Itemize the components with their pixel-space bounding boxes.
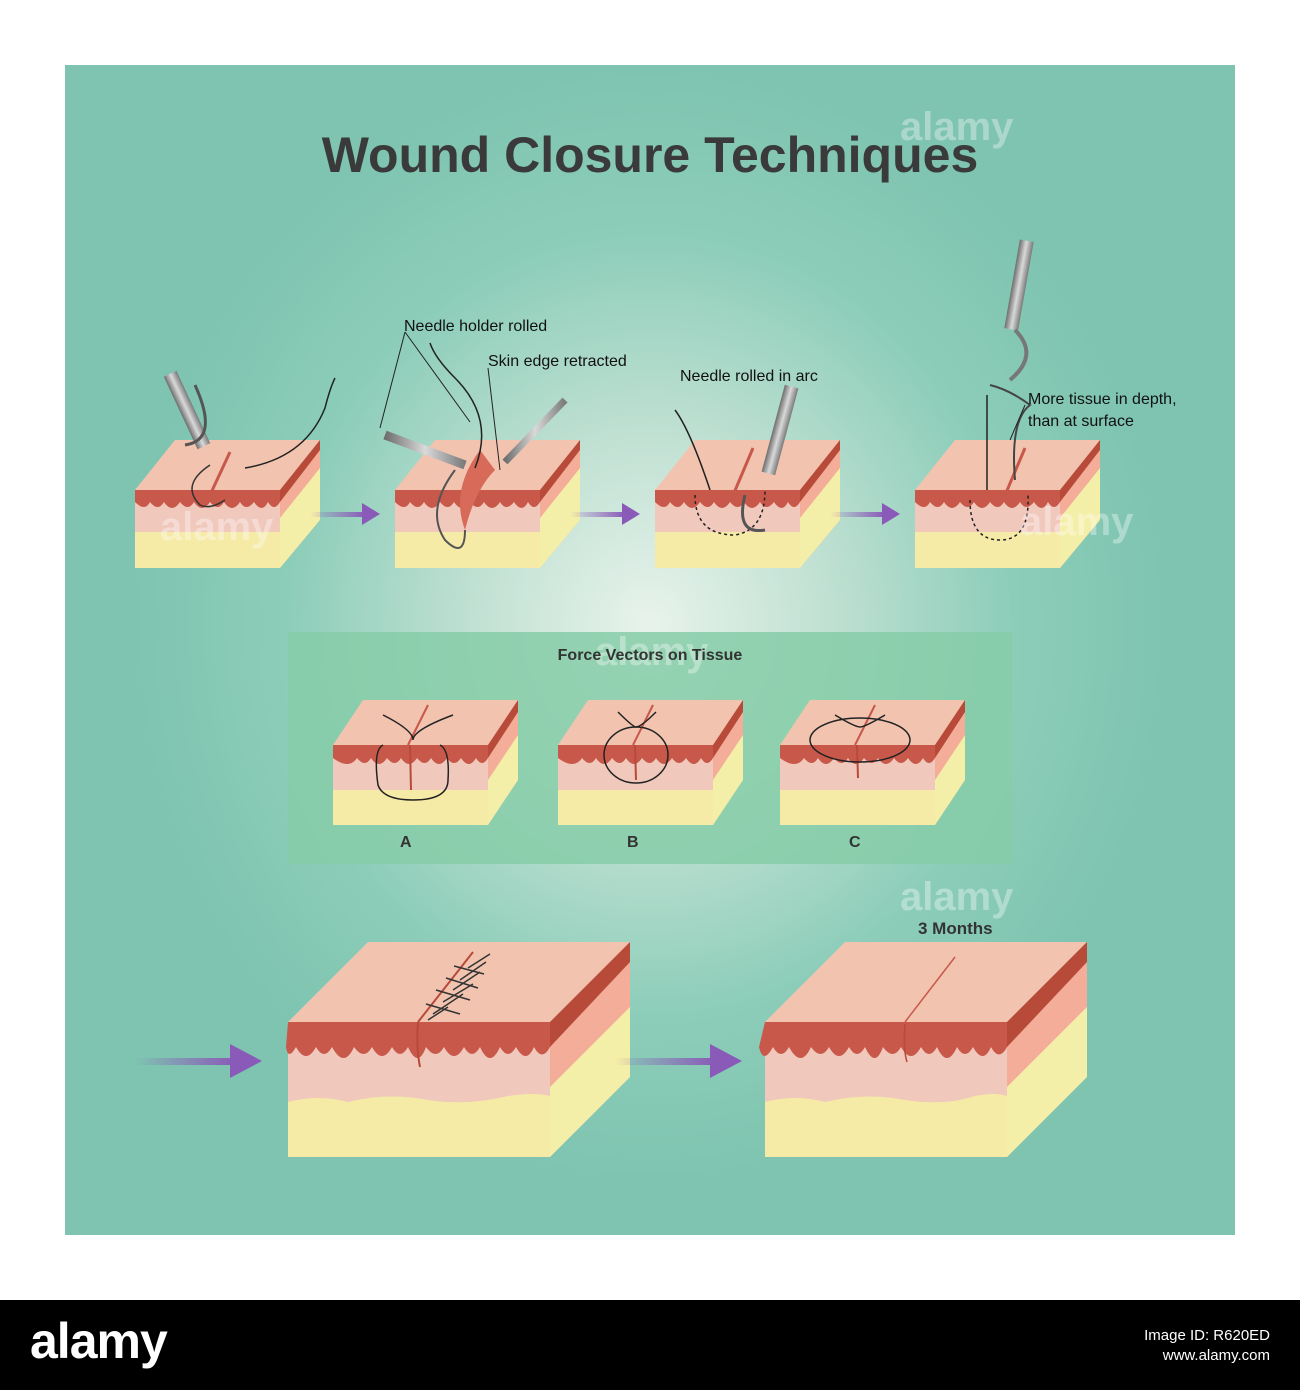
footer-image-id: Image ID: R620ED — [1144, 1327, 1270, 1344]
footer-bar: alamy Image ID: R620ED www.alamy.com — [0, 1300, 1300, 1390]
watermark-text: alamy — [900, 875, 1014, 919]
force-block-c — [780, 700, 965, 825]
sutured-skin-block — [286, 942, 630, 1157]
footer-image-id-block: Image ID: R620ED www.alamy.com — [1144, 1326, 1270, 1366]
force-panel-title: Force Vectors on Tissue — [557, 647, 743, 664]
skin-block-step2 — [383, 342, 580, 568]
watermarks: alamy alamy alamy alamy alamy — [160, 105, 1134, 919]
page-title: Wound Closure Techniques — [321, 127, 979, 183]
arrow-into-sutured — [135, 1044, 262, 1078]
arrow-step1-to-step2 — [310, 503, 380, 525]
healed-skin-block — [759, 942, 1087, 1157]
label-3-months: 3 Months — [918, 919, 993, 938]
force-option-c: C — [849, 834, 861, 851]
label-skin-edge-retracted: Skin edge retracted — [488, 353, 627, 370]
arrow-into-healed — [615, 1044, 742, 1078]
arrow-step2-to-step3 — [570, 503, 640, 525]
label-more-tissue-line1: More tissue in depth, — [1028, 391, 1177, 408]
skin-block-step4 — [915, 239, 1100, 568]
leader-lines — [379, 331, 1026, 471]
force-option-a: A — [400, 834, 412, 851]
arrow-step3-to-step4 — [830, 503, 900, 525]
force-block-b — [558, 700, 743, 825]
force-option-b: B — [627, 834, 639, 851]
skin-block-step1 — [135, 370, 336, 568]
label-needle-rolled-in-arc: Needle rolled in arc — [680, 368, 818, 385]
watermark-text: alamy — [900, 105, 1014, 149]
watermark-text: alamy — [595, 630, 709, 674]
footer-site: www.alamy.com — [1162, 1347, 1270, 1364]
force-block-a — [333, 700, 518, 825]
label-needle-holder-rolled: Needle holder rolled — [404, 318, 548, 335]
label-more-tissue-line2: than at surface — [1028, 413, 1134, 430]
watermark-text: alamy — [1020, 500, 1134, 544]
footer-logo: alamy — [30, 1313, 168, 1369]
skin-block-step3 — [655, 384, 840, 568]
illustration-canvas: alamy alamy alamy alamy alamy — [135, 105, 1134, 1157]
watermark-text: alamy — [160, 505, 274, 549]
